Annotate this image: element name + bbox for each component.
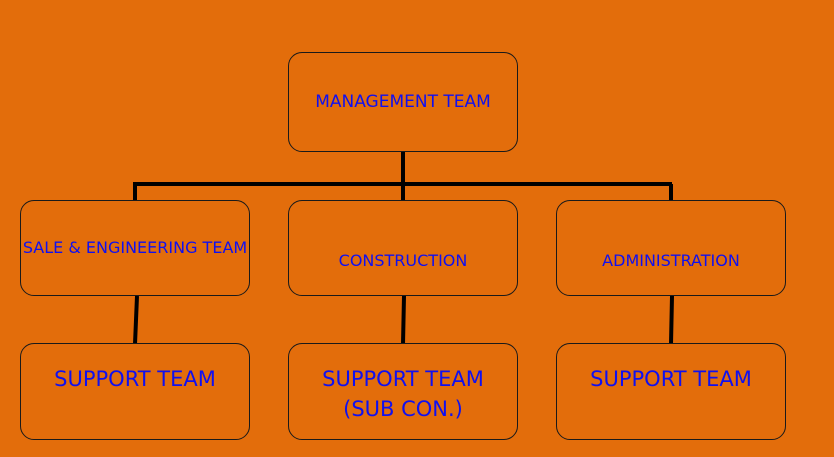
- management-team-node: MANAGEMENT TEAM: [288, 52, 518, 152]
- support-team-sub-con-node: SUPPORT TEAM (SUB CON.): [288, 343, 518, 440]
- support-1-connector: [133, 295, 139, 345]
- sale-engineering-team-node: SALE & ENGINEERING TEAM: [20, 200, 250, 296]
- construction-node: CONSTRUCTION: [288, 200, 518, 296]
- administration-label: ADMINISTRATION: [602, 251, 740, 271]
- support-team-node-1: SUPPORT TEAM: [20, 343, 250, 440]
- support-team-label-2: SUPPORT TEAM (SUB CON.): [322, 367, 484, 422]
- sale-engineering-team-label: SALE & ENGINEERING TEAM: [22, 238, 248, 258]
- management-team-label: MANAGEMENT TEAM: [315, 91, 491, 112]
- administration-node: ADMINISTRATION: [556, 200, 786, 296]
- construction-label: CONSTRUCTION: [338, 251, 468, 271]
- support-team-label-1: SUPPORT TEAM: [54, 367, 216, 391]
- support-2-connector: [401, 295, 406, 345]
- support-3-connector: [669, 295, 674, 345]
- support-team-label-3: SUPPORT TEAM: [590, 367, 752, 391]
- support-team-node-3: SUPPORT TEAM: [556, 343, 786, 440]
